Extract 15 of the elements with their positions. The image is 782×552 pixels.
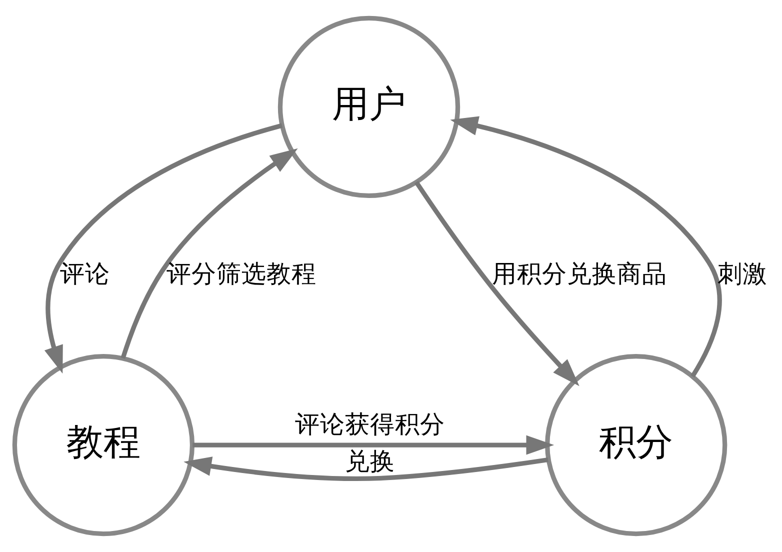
arrow <box>184 456 548 481</box>
node-circle: 教程 <box>12 354 195 536</box>
arrow <box>120 148 298 359</box>
edge-label: 用积分兑换商品 <box>492 258 668 288</box>
edge-label: 评论 <box>60 258 110 288</box>
node-circle: 用户 <box>278 16 460 198</box>
arrow <box>414 180 580 386</box>
arrow <box>450 116 722 378</box>
edge-label: 评分筛选教程 <box>166 258 317 288</box>
arrow <box>192 435 554 455</box>
arrow <box>44 123 283 374</box>
edge-label: 刺激 <box>718 258 768 288</box>
edge-label: 兑换 <box>344 446 395 476</box>
node-circle: 积分 <box>545 354 728 536</box>
edge-label: 评论获得积分 <box>294 409 445 438</box>
